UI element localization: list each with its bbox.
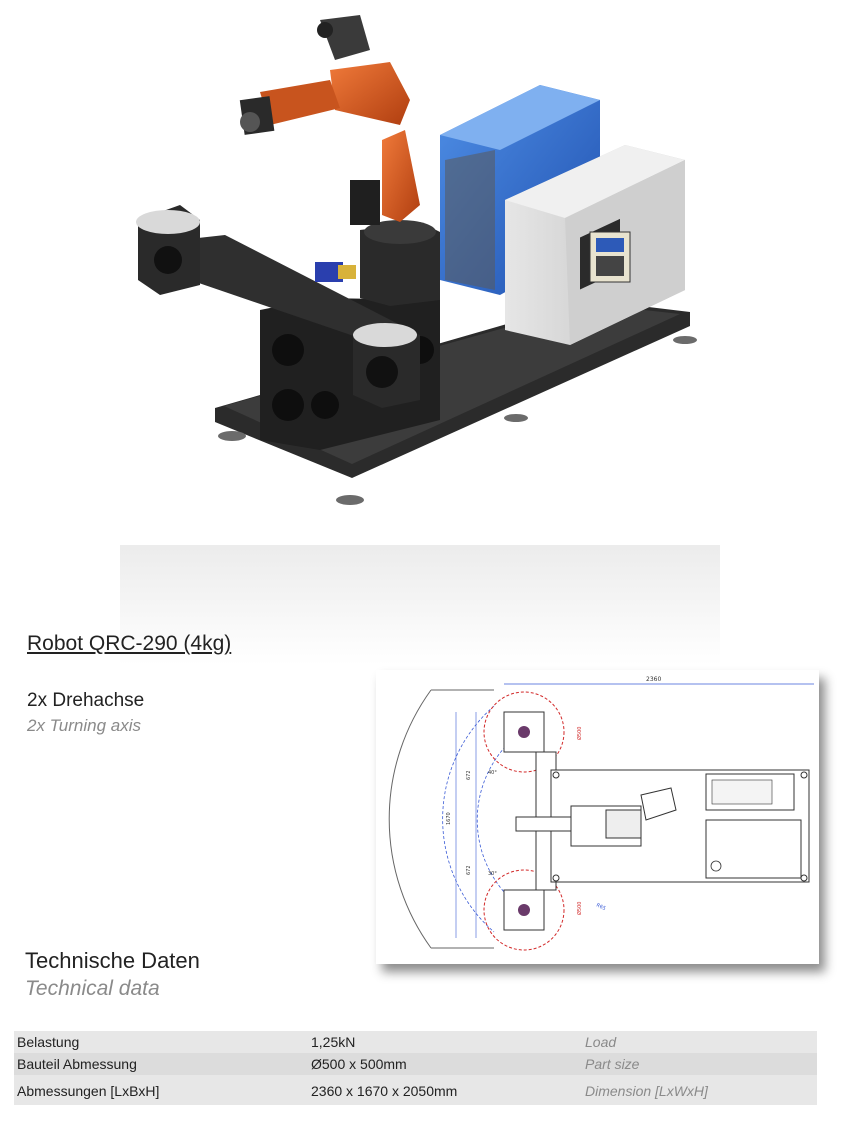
spec-row: Belastung 1,25kN Load — [14, 1031, 817, 1053]
turning-table-right — [353, 322, 420, 408]
turning-arm-beam — [180, 235, 410, 345]
turning-table-left — [136, 205, 200, 295]
dim-half-width-top: 672 — [466, 770, 472, 780]
layout-drawing: 2360 1670 672 672 Ø500 Ø500 40° 30° R65 — [388, 676, 814, 951]
spec-label-en: Dimension [LxWxH] — [585, 1083, 708, 1099]
robot-base — [360, 222, 440, 306]
spec-value: 2360 x 1670 x 2050mm — [311, 1083, 458, 1099]
dim-table-top: Ø500 — [576, 727, 583, 740]
dim-angle-top: 40° — [488, 770, 497, 776]
dim-angle-bottom: 30° — [488, 871, 497, 877]
robot-cell-illustration — [136, 15, 697, 505]
spec-row: Abmessungen [LxBxH] 2360 x 1670 x 2050mm… — [14, 1075, 817, 1105]
dim-table-bottom: Ø500 — [576, 902, 583, 915]
turntable-top-drawing — [483, 691, 565, 773]
spec-value: Ø500 x 500mm — [311, 1056, 407, 1072]
control-cabinet-gray — [505, 145, 685, 345]
leveling-feet — [218, 336, 697, 505]
spec-value: 1,25kN — [311, 1034, 356, 1050]
technical-drawing: 2360 1670 672 672 Ø500 Ø500 40° 30° R65 — [376, 670, 819, 964]
spec-label-de: Abmessungen [LxBxH] — [17, 1083, 160, 1099]
tech-heading-de: Technische Daten — [25, 948, 200, 973]
feature-label-de: 2x Drehachse — [27, 690, 145, 711]
dim-half-width-bottom: 672 — [466, 865, 472, 875]
dim-overall-length: 2360 — [646, 676, 661, 683]
product-reflection — [120, 545, 720, 665]
dim-overall-width: 1670 — [446, 812, 452, 825]
spec-label-en: Part size — [585, 1056, 640, 1072]
dim-radius: R65 — [595, 902, 606, 912]
spec-label-de: Belastung — [17, 1034, 80, 1050]
robot-arm — [239, 15, 420, 225]
spec-label-en: Load — [585, 1034, 617, 1050]
tech-heading-en: Technical data — [25, 977, 160, 1000]
spec-table: Belastung 1,25kN Load Bauteil Abmessung … — [14, 1031, 817, 1105]
spec-row: Bauteil Abmessung Ø500 x 500mm Part size — [14, 1053, 817, 1075]
product-image — [120, 0, 720, 540]
product-title: Robot QRC-290 (4kg) — [27, 632, 232, 655]
turntable-bottom-drawing — [483, 869, 565, 951]
spec-label-de: Bauteil Abmessung — [17, 1056, 137, 1072]
feature-label-en: 2x Turning axis — [27, 716, 142, 735]
